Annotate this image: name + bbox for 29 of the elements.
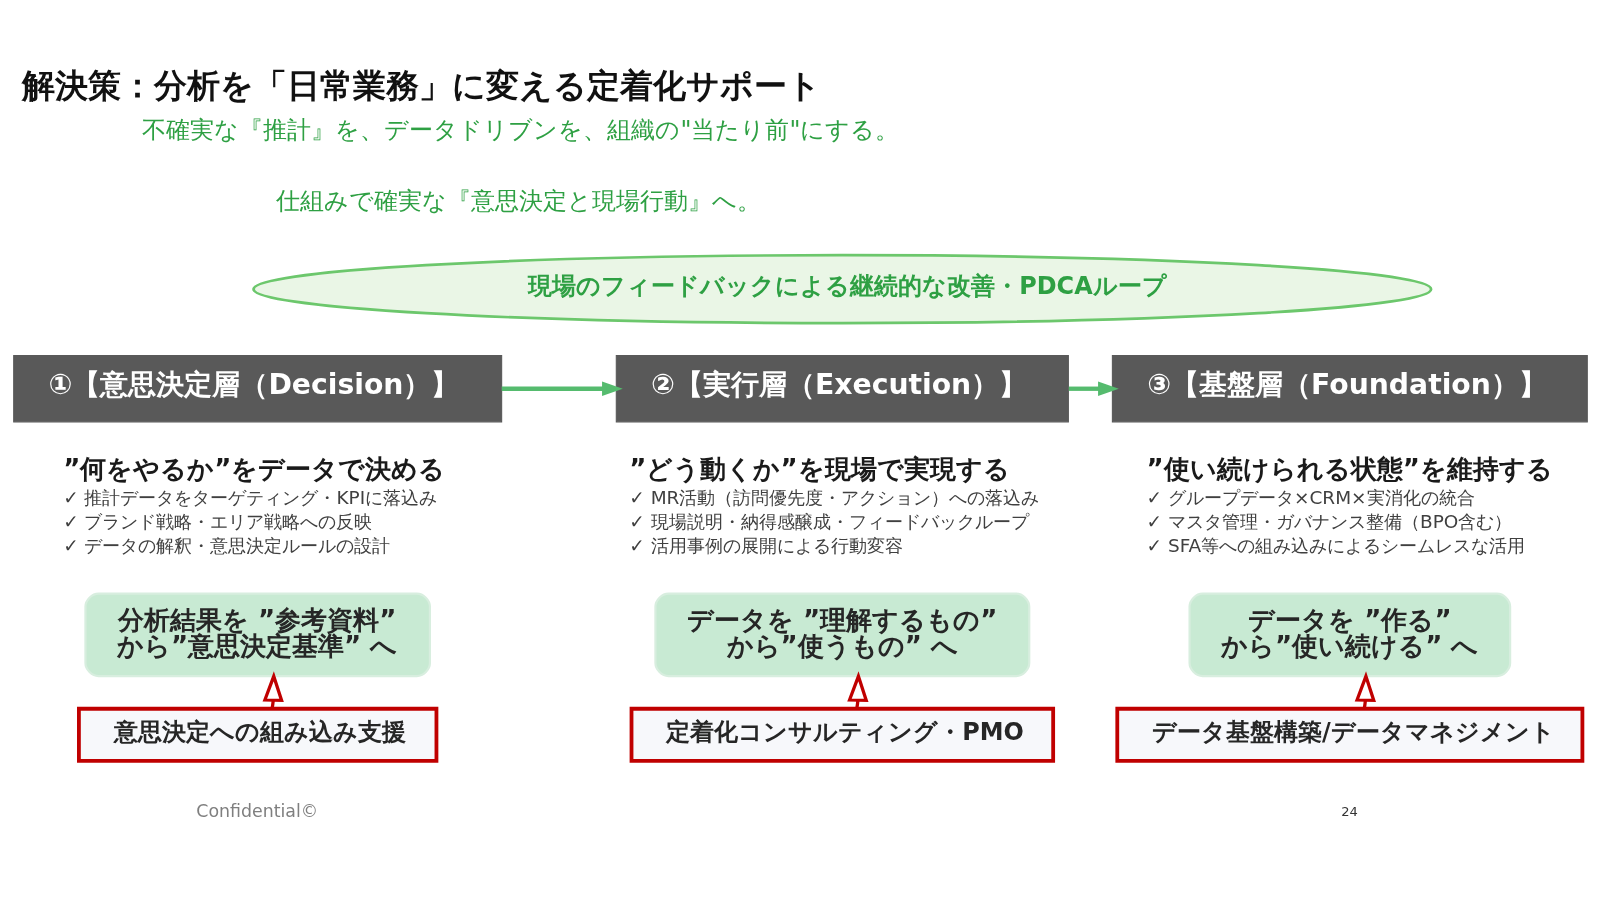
node-label: ✓ マスタ管理・ガバナンス整備（BPO含む） xyxy=(1146,510,1512,532)
node-ellipse: 現場のフィードバックによる継続的な改善・PDCAループ xyxy=(251,253,1432,325)
node-box: データ基盤構築/データマネジメント xyxy=(1114,706,1584,763)
label: Confidential© xyxy=(195,801,318,822)
node-label: ”使い続けられる状態”を維持する xyxy=(1146,453,1553,484)
label: 仕組みで確実な『意思決定と現場行動』へ。 xyxy=(275,187,761,216)
node-label: ✓ MR活動（訪問優先度・アクション）への落込み xyxy=(628,487,1039,509)
node-box: 定着化コンサルティング・PMO xyxy=(629,706,1055,763)
node-label: ✓ データの解釈・意思決定ルールの設計 xyxy=(62,534,391,556)
label: 24 xyxy=(1340,804,1358,820)
diagram-title: 解決策：分析を「日常業務」に変える定着化サポート xyxy=(21,66,821,105)
node-box: 意思決定への組み込み支援 xyxy=(76,706,438,763)
node-box: 分析結果を ”参考資料” から”意思決定基準” へ xyxy=(83,592,431,678)
node-label: ”どう動くか”を現場で実現する xyxy=(628,453,1010,484)
node-box: ②【実行層（Execution）】 xyxy=(615,355,1069,423)
node-box: ①【意思決定層（Decision）】 xyxy=(12,355,502,423)
node-label: ”何をやるか”をデータで決める xyxy=(62,453,445,484)
node-box: データを ”作る” から”使い続ける” へ xyxy=(1187,592,1511,678)
node-box: データを ”理解するもの” から”使うもの” へ xyxy=(653,592,1030,678)
arrow xyxy=(1068,381,1119,396)
node-label: ✓ グループデータ×CRM×実消化の統合 xyxy=(1146,487,1475,509)
node-label: ✓ 推計データをターゲティング・KPIに落込み xyxy=(62,487,437,509)
node-label: ✓ ブランド戦略・エリア戦略への反映 xyxy=(62,510,373,532)
label: 不確実な『推計』を、データドリブンを、組織の"当たり前"にする。 xyxy=(141,115,899,144)
node-label: ✓ 現場説明・納得感醸成・フィードバックループ xyxy=(628,510,1029,532)
node-label: ✓ 活用事例の展開による行動変容 xyxy=(628,534,903,556)
node-label: ✓ SFA等への組み込みによるシームレスな活用 xyxy=(1146,534,1525,556)
node-box: ③【基盤層（Foundation）】 xyxy=(1111,355,1588,423)
arrow xyxy=(501,381,623,396)
